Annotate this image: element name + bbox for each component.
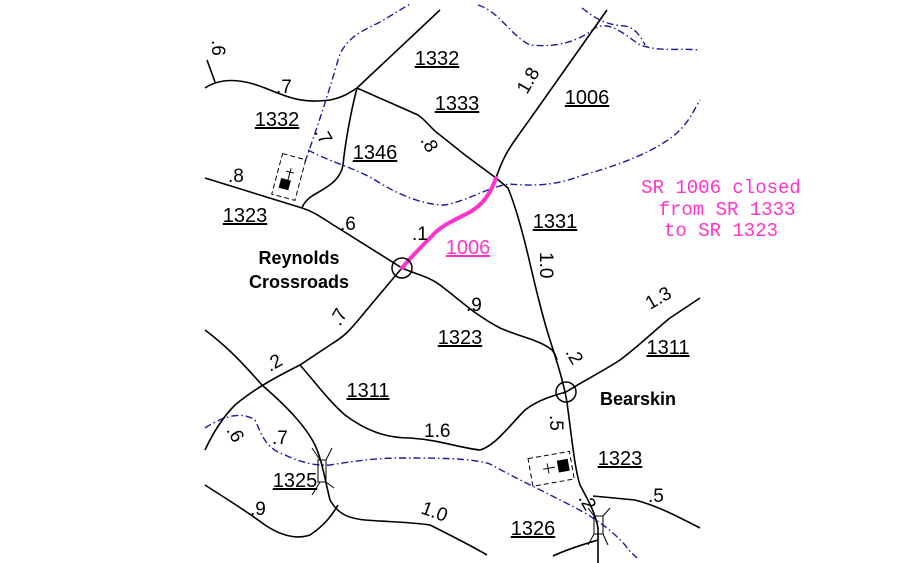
mileage: .7: [310, 124, 336, 148]
mileage: .9: [250, 499, 266, 520]
route-labels: 1332 1333 1006 1332 1346 1323 1006 1331 …: [223, 48, 690, 540]
stream-top: [477, 4, 701, 51]
closure-notice: SR 1006 closed from SR 1333 to SR 1323: [641, 177, 801, 242]
mileage: .6: [340, 214, 356, 235]
mileage: .2: [574, 490, 600, 514]
route-label: 1311: [346, 380, 389, 402]
route-label: 1006: [565, 87, 610, 109]
road-1346: [301, 87, 358, 209]
church-icon: [527, 450, 575, 487]
route-label-closed: 1006: [446, 237, 491, 259]
stream-north-west: [304, 3, 411, 163]
stream-top-branch: [581, 7, 646, 46]
crossroads-circle-icon: [391, 257, 413, 279]
mileage: .8: [228, 166, 244, 187]
road-stub-nw: [206, 59, 216, 83]
mileage: .6: [222, 422, 248, 446]
road-1332-west: [204, 9, 441, 102]
route-label: 1325: [273, 470, 318, 492]
route-label: 1332: [255, 109, 300, 131]
road-1311: [299, 297, 701, 451]
route-label: 1323: [598, 448, 643, 470]
mileage: .6: [207, 40, 228, 56]
roads: [204, 9, 701, 563]
route-label: 1333: [435, 93, 480, 115]
road-1006-north: [495, 9, 608, 179]
mileage: .8: [416, 132, 442, 156]
mileage: 1.6: [424, 421, 450, 442]
mileage: .7: [272, 428, 288, 449]
closed-road-1006[interactable]: [400, 176, 498, 270]
mileage: .5: [648, 486, 664, 507]
bridge-icon: [587, 507, 611, 546]
road-1333: [356, 87, 497, 179]
route-label: 1332: [415, 48, 460, 70]
mileage: .1: [412, 224, 428, 245]
place-name: Crossroads: [249, 272, 349, 292]
mileage: .9: [466, 295, 482, 316]
route-label: 1326: [511, 518, 556, 540]
road-1331: [495, 177, 599, 563]
stream-middle: [307, 99, 701, 206]
mileage: 1.0: [418, 498, 450, 527]
route-label: 1311: [646, 337, 689, 359]
mileage: 1.0: [535, 252, 556, 278]
place-name: Reynolds: [258, 248, 339, 268]
mileage: 1.3: [642, 283, 675, 314]
stream-south: [204, 414, 638, 559]
route-label: 1323: [223, 205, 268, 227]
road-1325: [204, 329, 488, 556]
mileage: .5: [545, 415, 566, 431]
mileage: .7: [326, 305, 352, 329]
route-label: 1346: [353, 142, 398, 164]
notice-line: from SR 1333: [659, 199, 796, 221]
road-1325-south: [204, 484, 339, 538]
road-1323: [204, 177, 558, 361]
church-icon: [271, 152, 307, 201]
mileage: .7: [276, 77, 292, 98]
road-southwest: [204, 267, 403, 451]
mileage: .2: [262, 350, 286, 376]
place-name: Bearskin: [600, 389, 676, 409]
bridge-icon: [311, 447, 335, 496]
crossroads-circle-icon: [555, 381, 577, 403]
mileage: .2: [561, 344, 587, 368]
mileage: 1.8: [513, 64, 544, 97]
road-1326: [552, 539, 599, 557]
route-label: 1323: [438, 327, 483, 349]
notice-line: SR 1006 closed: [641, 177, 801, 199]
road-east-south: [592, 495, 701, 529]
notice-line: to SR 1323: [664, 220, 778, 242]
route-label: 1331: [533, 211, 578, 233]
